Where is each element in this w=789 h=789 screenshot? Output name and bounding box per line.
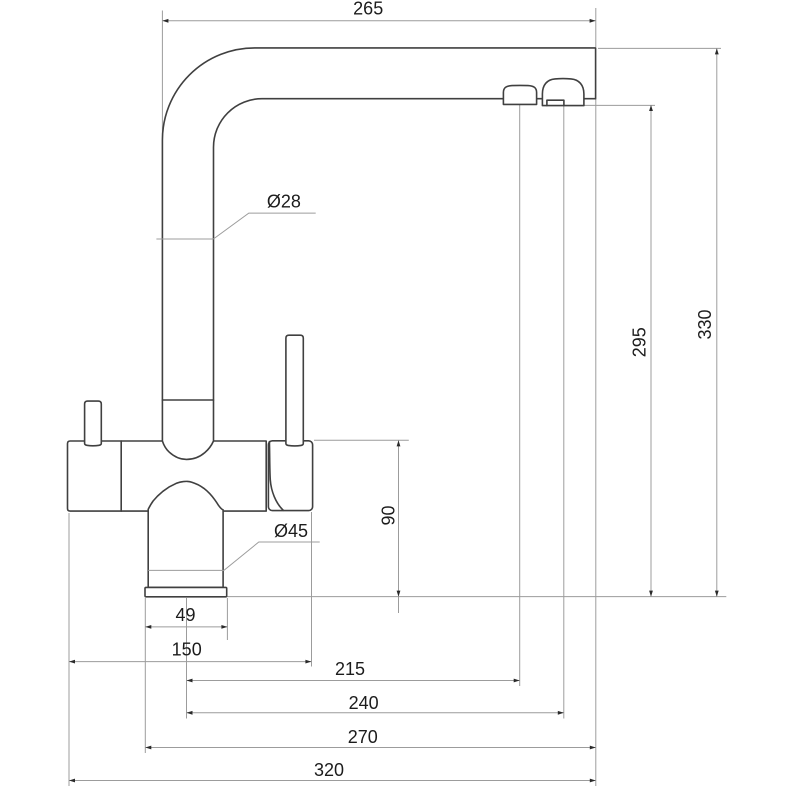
svg-text:265: 265 <box>353 0 383 18</box>
svg-text:90: 90 <box>379 505 399 525</box>
svg-text:215: 215 <box>335 659 365 679</box>
svg-text:330: 330 <box>695 309 715 339</box>
svg-text:150: 150 <box>172 640 202 660</box>
svg-text:240: 240 <box>349 693 379 713</box>
svg-text:270: 270 <box>348 727 378 747</box>
svg-text:Ø28: Ø28 <box>267 192 301 212</box>
svg-text:320: 320 <box>314 760 344 780</box>
svg-text:Ø45: Ø45 <box>274 521 308 541</box>
svg-text:49: 49 <box>175 605 195 625</box>
svg-text:295: 295 <box>630 327 650 357</box>
